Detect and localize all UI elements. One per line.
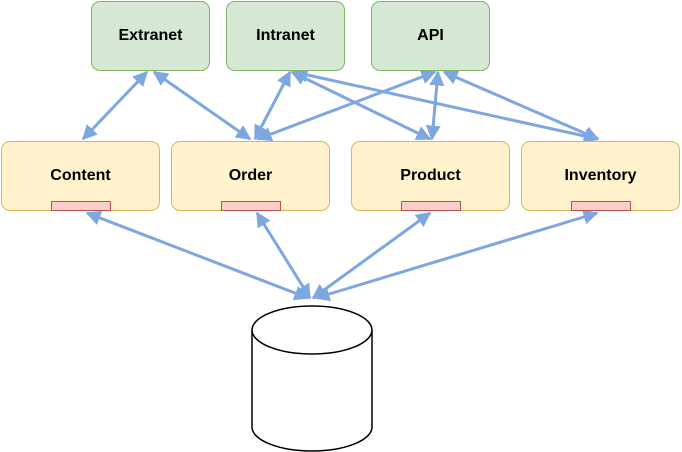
database-cylinder-icon[interactable] (251, 300, 373, 452)
node-intranet-label: Intranet (256, 27, 315, 44)
node-api[interactable]: API (371, 1, 490, 71)
node-inventory[interactable]: Inventory (521, 141, 680, 211)
node-api-label: API (417, 27, 444, 44)
product-port (400, 201, 461, 211)
order-port (220, 201, 281, 211)
node-extranet[interactable]: Extranet (91, 1, 210, 71)
node-content[interactable]: Content (1, 141, 160, 211)
connector-extranet-order (152, 70, 252, 141)
connector-api-order (256, 69, 437, 142)
node-extranet-label: Extranet (118, 27, 183, 44)
inventory-port (570, 201, 631, 211)
node-content-label: Content (50, 167, 111, 184)
connector-product-database (311, 211, 432, 300)
connector-inventory-database (314, 209, 599, 302)
node-intranet[interactable]: Intranet (226, 1, 345, 71)
node-order-label: Order (228, 167, 273, 184)
connector-intranet-inventory (292, 67, 600, 144)
connector-api-inventory (442, 70, 600, 141)
connector-content-database (85, 210, 310, 301)
node-product[interactable]: Product (351, 141, 510, 211)
connector-order-database (255, 211, 312, 300)
connector-extranet-content (81, 70, 149, 141)
content-port (50, 201, 111, 211)
node-product-label: Product (400, 167, 461, 184)
connector-api-product (425, 70, 445, 141)
node-inventory-label: Inventory (564, 167, 637, 184)
node-order[interactable]: Order (171, 141, 330, 211)
